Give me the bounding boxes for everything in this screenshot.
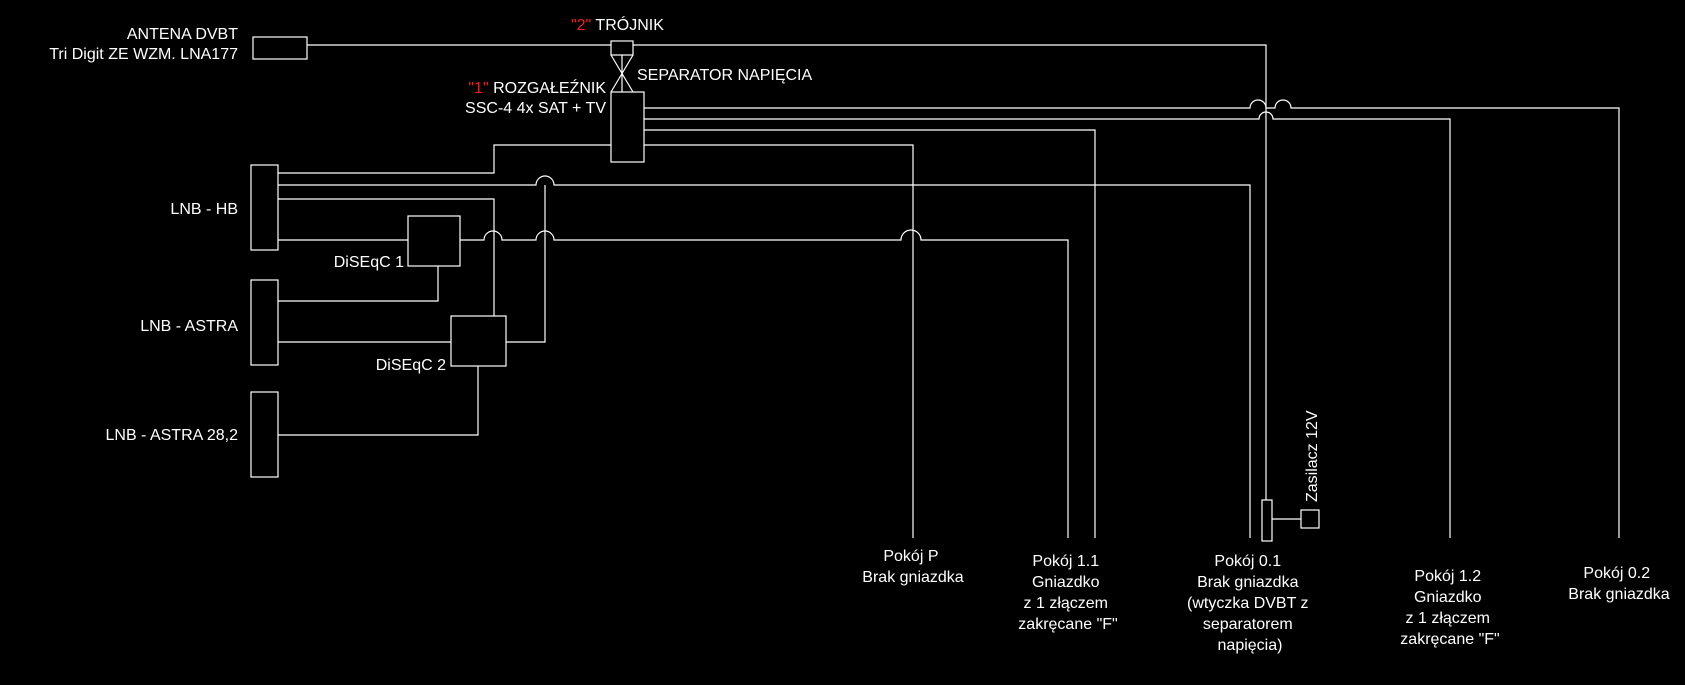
room-12-label: Pokój 1.2 Gniazdko z 1 złączem zakręcane… xyxy=(1400,568,1499,648)
diseqc-1-out-room-11 xyxy=(460,229,1069,538)
room-01-line-5: napięcia) xyxy=(1218,637,1283,654)
lnb-astra28-to-diseqc-2 xyxy=(278,366,479,436)
lnb-astra-label: LNB - ASTRA xyxy=(140,318,238,335)
diseqc-2-label: DiSEqC 2 xyxy=(376,357,446,374)
antenna-cable xyxy=(307,44,1267,500)
room-01-line-2: Brak gniazdka xyxy=(1197,574,1298,591)
room-02-line-2: Brak gniazdka xyxy=(1568,586,1669,603)
tee-number: "2" xyxy=(571,17,591,34)
room-11-line-1: Pokój 1.1 xyxy=(1032,553,1099,570)
diseqc-1-label: DiSEqC 1 xyxy=(334,254,404,271)
room-01-line-4: separatorem xyxy=(1203,616,1293,633)
separator-box-room-01 xyxy=(1261,499,1273,542)
room-12-line-4: zakręcane "F" xyxy=(1400,631,1499,648)
antenna-model: Tri Digit ZE WZM. LNA177 xyxy=(49,46,238,63)
diseqc-2-box xyxy=(450,315,507,367)
splitter-out-room-p xyxy=(644,144,914,538)
power-adapter-box xyxy=(1300,509,1320,529)
diseqc-2-out-room-p xyxy=(506,185,546,343)
splitter-out-room-12 xyxy=(644,111,1451,538)
splitter-out-room-02 xyxy=(644,99,1620,538)
antenna-box xyxy=(252,36,308,60)
antenna-title: ANTENA DVBT xyxy=(127,26,238,43)
power-adapter-label: Zasilacz 12V xyxy=(1304,410,1321,502)
splitter-number: "1" xyxy=(468,80,488,97)
lnb-astra28-label: LNB - ASTRA 28,2 xyxy=(105,427,238,444)
room-12-line-2: Gniazdko xyxy=(1414,589,1482,606)
room-11-line-2: Gniazdko xyxy=(1032,574,1100,591)
room-p-line-1: Pokój P xyxy=(883,548,938,565)
room-02-label: Pokój 0.2 Brak gniazdka xyxy=(1568,565,1669,603)
room-01-label: Pokój 0.1 Brak gniazdka (wtyczka DVBT z … xyxy=(1187,553,1313,654)
tee-box xyxy=(610,40,634,56)
splitter-model: SSC-4 4x SAT + TV xyxy=(465,100,606,117)
diseqc-1-box xyxy=(407,215,461,267)
room-p-line-2: Brak gniazdka xyxy=(862,569,963,586)
room-11-label: Pokój 1.1 Gniazdko z 1 złączem zakręcane… xyxy=(1018,553,1117,633)
splitter-name: ROZGAŁEŹNIK xyxy=(489,78,607,97)
room-02-line-1: Pokój 0.2 xyxy=(1583,565,1650,582)
tee-name: TRÓJNIK xyxy=(591,15,664,34)
lnb-hb-to-splitter xyxy=(278,144,611,174)
splitter-label: "1" ROZGAŁEŹNIK xyxy=(468,78,606,97)
lnb-astra-box xyxy=(250,279,279,366)
room-p-label: Pokój P Brak gniazdka xyxy=(862,548,963,586)
voltage-separator-symbol xyxy=(610,54,634,93)
lnb-hb-label: LNB - HB xyxy=(170,201,238,218)
lnb-hb-to-diseqc-2 xyxy=(278,198,495,316)
room-01-line-1: Pokój 0.1 xyxy=(1214,553,1281,570)
splitter-box xyxy=(610,91,645,163)
tee-label: "2" TRÓJNIK xyxy=(571,15,664,34)
room-11-line-4: zakręcane "F" xyxy=(1018,616,1117,633)
lnb-hb-out-room-12 xyxy=(278,175,1251,538)
room-01-line-3: (wtyczka DVBT z xyxy=(1187,595,1309,612)
lnb-hb-box xyxy=(250,164,279,251)
room-12-line-1: Pokój 1.2 xyxy=(1414,568,1481,585)
separator-label: SEPARATOR NAPIĘCIA xyxy=(637,67,812,84)
splitter-out-room-11 xyxy=(644,129,1096,538)
room-11-line-3: z 1 złączem xyxy=(1024,595,1108,612)
room-12-line-3: z 1 złączem xyxy=(1406,610,1490,627)
lnb-astra-to-diseqc-1 xyxy=(278,266,439,302)
lnb-astra28-box xyxy=(250,391,279,478)
